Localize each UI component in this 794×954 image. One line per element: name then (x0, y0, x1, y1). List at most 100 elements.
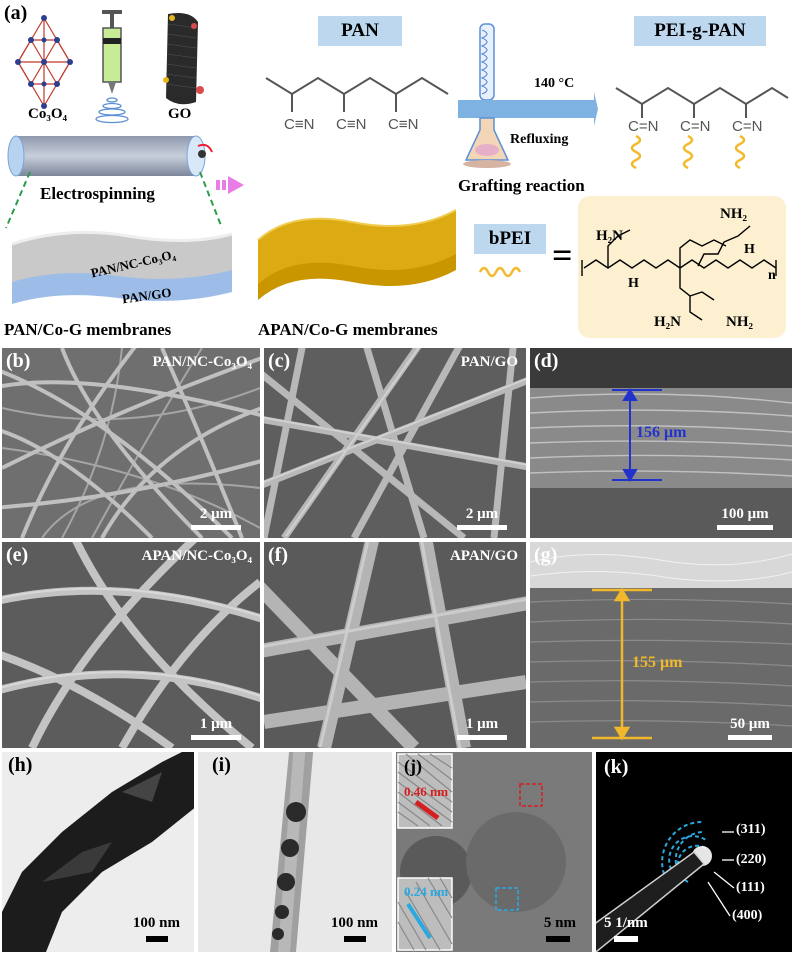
panel-b-scale: 2 μm (186, 506, 246, 530)
panel-i-label: (i) (212, 754, 231, 776)
scale-bar (191, 735, 241, 740)
panel-e-scale: 1 μm (186, 716, 246, 740)
panel-g-label: (g) (534, 544, 558, 566)
co3o4-crystal-illustration (15, 15, 73, 109)
tem-panel-i: (i) 100 nm (198, 752, 392, 952)
pan-cn-2: C≡N (336, 116, 367, 133)
panel-f-scale-text: 1 μm (465, 716, 499, 732)
bpei-nh2-bottom: NH₂ (726, 314, 753, 330)
panel-j-scale-bar (546, 936, 570, 942)
panel-f-label: (f) (268, 544, 288, 566)
sem-panel-b: (b) PAN/NC-Co₃O₄ 2 μm (2, 348, 260, 538)
cross-section-d (530, 348, 792, 538)
panel-i-scale-text: 100 nm (330, 915, 378, 931)
panel-d-scale: 100 μm (710, 506, 780, 530)
pei-cdn-1: C=N (628, 118, 659, 135)
electrospinning-label: Electrospinning (40, 184, 155, 203)
membranes-left-label: PAN/Co-G membranes (4, 320, 172, 339)
panel-e-title: APAN/NC-Co₃O₄ (141, 548, 252, 564)
panel-j-d2: 0.24 nm (404, 884, 449, 899)
panel-j-d1: 0.46 nm (404, 784, 449, 799)
scale-bar (191, 525, 241, 530)
panel-d-measure: 156 μm (636, 424, 687, 441)
panel-a: (a) Co₃O₄ (0, 0, 794, 345)
sem-panel-c: (c) PAN/GO 2 μm (264, 348, 526, 538)
ring-111: (111) (736, 880, 765, 895)
fiber-network-c (264, 348, 526, 538)
panel-k-label: (k) (604, 756, 629, 778)
cross-section-g (530, 542, 792, 741)
tem-panel-j: (j) 0.46 nm 0.24 nm 5 nm (396, 752, 592, 952)
fiber-tem-h (2, 752, 194, 952)
pan-structure (265, 76, 449, 112)
co3o4-label: Co₃O₄ (28, 106, 67, 122)
fiber-network-b (2, 348, 260, 538)
gold-membrane-illustration (257, 209, 457, 300)
panel-k-scale-text: 5 1/nm (604, 915, 648, 931)
bpei-structure (581, 225, 777, 321)
sem-panel-f: (f) APAN/GO 1 μm (264, 542, 526, 748)
go-sheet-illustration (163, 13, 204, 105)
panel-g-measure: 155 μm (632, 654, 683, 671)
reflux-apparatus-illustration (458, 23, 598, 168)
panel-h-scale-text: 100 nm (132, 915, 180, 931)
refluxing-label: Refluxing (510, 132, 569, 147)
panel-f-scale: 1 μm (452, 716, 512, 740)
tem-panel-h: (h) 100 nm (2, 752, 194, 952)
saed-pattern-k (596, 820, 735, 952)
scale-bar (457, 735, 507, 740)
bpei-h2n-bottom: H₂N (654, 314, 681, 330)
sem-panel-g: (g) 155 μm 50 μm (530, 542, 792, 748)
tem-panel-k: (k) (311) (220) (111) (400) 5 1/nm (596, 752, 792, 952)
panel-j-label: (j) (404, 756, 422, 776)
pan-box: PAN (318, 16, 402, 46)
panel-k-scale-bar (614, 936, 638, 942)
panel-g-scale: 50 μm (720, 716, 780, 740)
panel-b-scale-text: 2 μm (199, 506, 233, 522)
bpei-structure-box: H₂N NH₂ H₂N NH₂ H H n (578, 196, 786, 338)
hrtem-j (396, 752, 592, 952)
syringe-illustration (95, 10, 129, 124)
pei-cdn-2: C=N (680, 118, 711, 135)
panel-e-scale-text: 1 μm (199, 716, 233, 732)
panel-b-label: (b) (6, 350, 31, 372)
go-label: GO (168, 106, 192, 122)
bpei-n-subscript: n (768, 268, 776, 283)
bpei-box: bPEI (474, 224, 546, 254)
pan-cn-3: C≡N (388, 116, 419, 133)
panel-f-title: APAN/GO (449, 548, 518, 564)
ring-311: (311) (736, 822, 766, 837)
panel-a-label: (a) (4, 2, 28, 24)
equals-sign: = (552, 235, 573, 275)
pei-cdn-3: C=N (732, 118, 763, 135)
panel-c-scale-text: 2 μm (465, 506, 499, 522)
panel-j-scale-text: 5 nm (543, 915, 576, 931)
scale-bar (457, 525, 507, 530)
panel-d-scale-text: 100 μm (721, 506, 769, 522)
temperature-label: 140 °C (534, 76, 575, 91)
layered-membrane-illustration (11, 230, 233, 304)
bpei-h-left: H (628, 276, 639, 291)
panel-d-label: (d) (534, 350, 559, 372)
ring-220: (220) (736, 852, 767, 867)
process-arrow-pink (216, 176, 244, 194)
bpei-h-right: H (744, 242, 755, 257)
panel-h-label: (h) (8, 754, 33, 776)
pei-g-pan-structure (615, 86, 789, 170)
pan-cn-1: C≡N (284, 116, 315, 133)
fiber-network-e (2, 542, 260, 748)
panel-c-title: PAN/GO (460, 354, 518, 370)
pei-g-pan-box: PEI-g-PAN (634, 16, 766, 46)
panel-c-scale: 2 μm (452, 506, 512, 530)
dashed-guide-lines (5, 171, 223, 229)
collector-drum-illustration (7, 135, 213, 177)
sem-panel-e: (e) APAN/NC-Co₃O₄ 1 μm (2, 542, 260, 748)
panel-e-label: (e) (6, 544, 29, 566)
scale-bar (728, 735, 772, 740)
ring-400: (400) (732, 908, 763, 923)
fiber-network-f (264, 542, 526, 748)
scale-bar (717, 525, 773, 530)
sem-panel-d: (d) 156 μm 100 μm (530, 348, 792, 538)
bpei-nh2-top-right: NH₂ (720, 206, 747, 222)
panel-c-label: (c) (268, 350, 291, 372)
